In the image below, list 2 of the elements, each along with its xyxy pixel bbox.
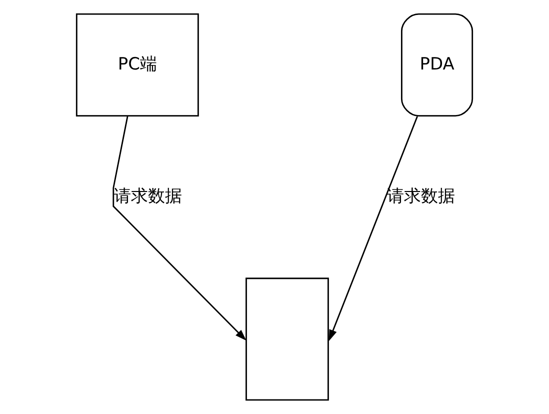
edge-label: 请求数据	[386, 185, 455, 206]
edge-label: 请求数据	[114, 185, 182, 206]
